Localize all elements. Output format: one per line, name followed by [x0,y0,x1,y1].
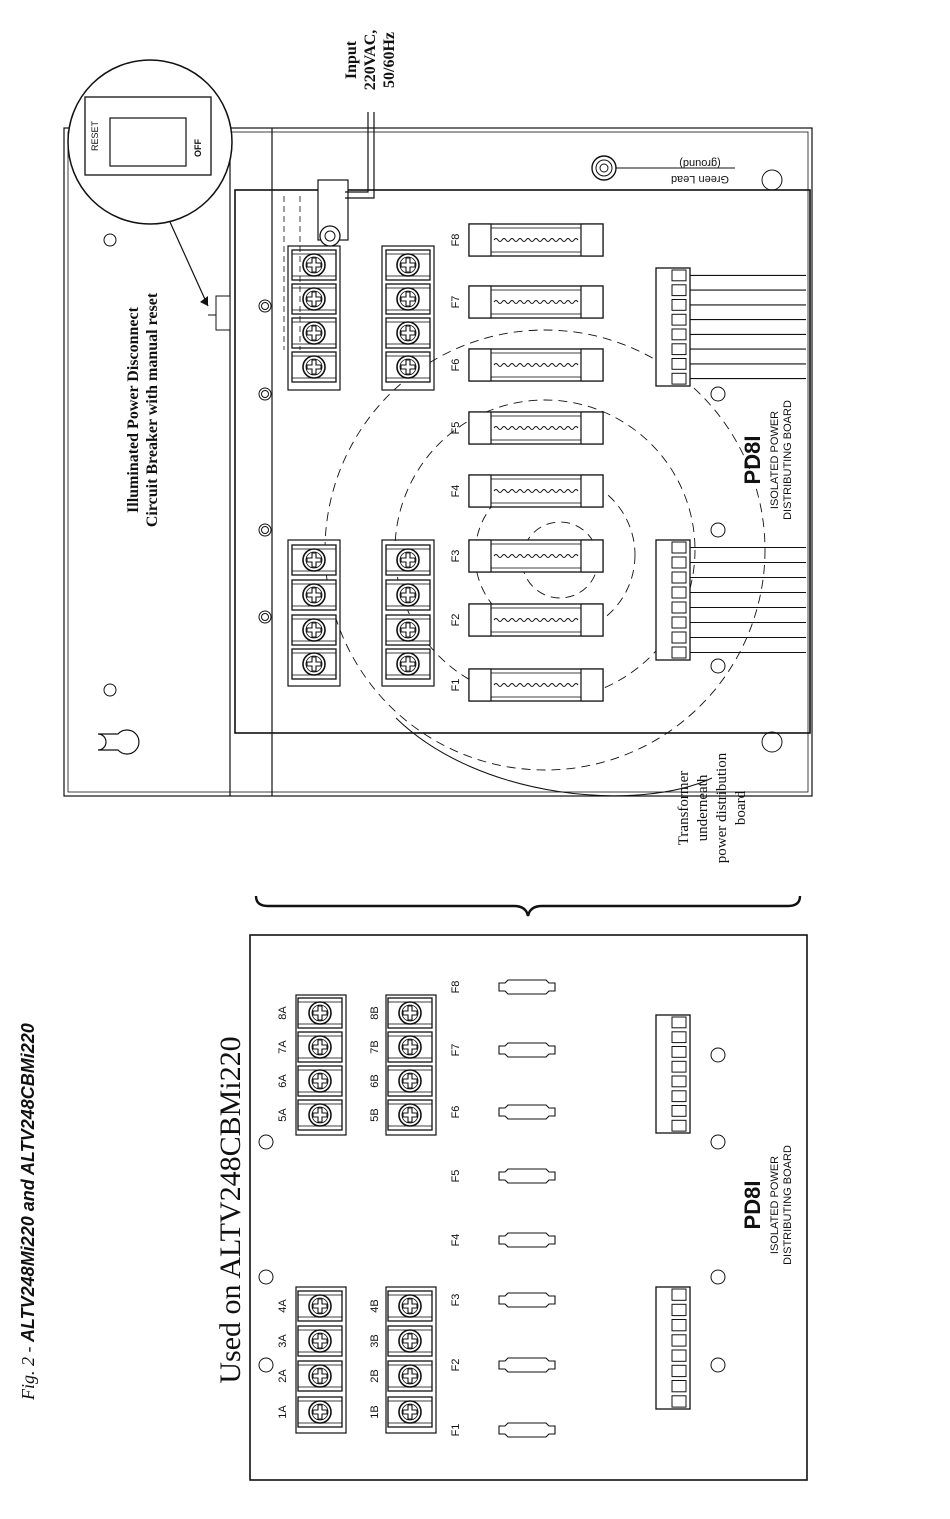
pd8i-board [234,189,811,734]
board-label-detail: PD8I ISOLATED POWER DISTRIBUTING BOARD [740,1145,794,1265]
terminal-label: 4A [277,1299,289,1313]
board-desc-line1: ISOLATED POWER [769,411,781,509]
fuse-clip [498,1104,556,1120]
fuse-label: F1 [450,1424,462,1437]
breaker-description: Illuminated Power Disconnect Circuit Bre… [125,292,161,527]
terminal-label: 7A [277,1040,289,1054]
fuse-clip [498,1422,556,1438]
transformer-label: Transformer underneath power distributio… [676,752,749,863]
svg-text:power distribution: power distribution [714,752,730,863]
terminal-label: 5B [369,1108,381,1121]
figure-caption: Fig. 2 - ALTV248Mi220 and ALTV248CBMi220 [18,1023,38,1401]
fuse-row [468,223,604,702]
svg-text:Input: Input [343,40,360,79]
fuse [468,223,604,257]
board-desc-line2: DISTRIBUTING BOARD [782,400,794,520]
input-label: Input 220VAC, 50/60Hz [343,30,398,91]
terminal-label: 1B [369,1405,381,1418]
terminal-label: 8B [369,1006,381,1019]
used-on-heading: Used on ALTV248CBMi220 [214,1036,247,1383]
board-detail-diagram: Used on ALTV248CBMi220 1A 2A 3A 4A 1B 2B 3B 4B 5… [214,934,808,1481]
terminal-label: 1A [277,1405,289,1419]
terminal-label: 4B [369,1299,381,1312]
svg-text:Illuminated Power Disconnect: Illuminated Power Disconnect [125,306,142,513]
fuse-clip-row [498,979,556,1438]
board-name: PD8I [740,436,765,485]
ground-stud [591,155,735,181]
breaker-callout: RESET OFF [67,59,233,307]
fuse-label: F5 [450,1170,462,1183]
fuse [468,285,604,319]
keyhole [97,729,140,755]
fuse [468,668,604,702]
fuse-clip [498,1042,556,1058]
output-connector-detail-lower [655,1286,691,1410]
fuse-label: F6 [450,1106,462,1119]
fuse-label: F7 [450,1044,462,1057]
svg-text:Circuit Breaker with manual re: Circuit Breaker with manual reset [144,292,161,527]
fuse-label: F7 [450,296,462,309]
fuse-label: F3 [450,550,462,563]
output-connector-lower [655,539,806,661]
fuse-clip [498,1232,556,1248]
fuse-label: F4 [450,485,462,498]
fuse-clip [498,1357,556,1373]
caption-prefix: Fig. 2 - [18,1342,38,1401]
fuse [468,411,604,445]
terminal-label: 6B [369,1074,381,1087]
fuse-label: F1 [450,679,462,692]
fuse-clip [498,1168,556,1184]
terminal-label: 8A [277,1006,289,1020]
svg-text:50/60Hz: 50/60Hz [381,32,398,88]
fuse [468,348,604,382]
fuse-label: F5 [450,422,462,435]
terminal-blocks [287,245,435,687]
grouping-brace [254,895,802,917]
ground-label: Green Lead (ground) [671,157,729,185]
enclosure-diagram: F1 F2 F3 F4 F5 F6 F7 F8 PD8I ISOLATED POWER DIS… [63,30,813,863]
output-connector-detail-upper [655,1014,691,1134]
fuse-label: F8 [450,234,462,247]
enclosure-outline [63,127,813,797]
svg-text:DISTRIBUTING BOARD: DISTRIBUTING BOARD [782,1145,794,1265]
terminal-label: 2A [277,1369,289,1383]
caption-models: ALTV248Mi220 and ALTV248CBMi220 [18,1023,38,1343]
fuse [468,603,604,637]
svg-text:board: board [733,790,749,825]
breaker-reset-label: RESET [90,120,100,151]
breaker-off-label: OFF [193,139,203,157]
fuse-label: F3 [450,1294,462,1307]
fuse [468,539,604,573]
fuse [468,474,604,508]
svg-text:ISOLATED POWER: ISOLATED POWER [769,1156,781,1254]
board-label: PD8I ISOLATED POWER DISTRIBUTING BOARD [740,400,794,520]
fuse-clip [498,979,556,995]
fuse-label: F2 [450,1359,462,1372]
svg-text:220VAC,: 220VAC, [362,30,379,91]
terminal-label: 5A [277,1108,289,1122]
fuse-label: F2 [450,614,462,627]
terminal-label: 3B [369,1334,381,1347]
svg-text:Transformer: Transformer [676,771,692,845]
terminal-label: 7B [369,1040,381,1053]
fuse-clip [498,1292,556,1308]
svg-text:(ground): (ground) [679,157,721,169]
terminal-blocks-detail [295,994,437,1434]
svg-text:underneath: underneath [695,774,711,841]
terminal-label: 3A [277,1334,289,1348]
output-connector-upper [655,267,806,387]
fuse-label: F6 [450,359,462,372]
svg-text:Green Lead: Green Lead [671,173,729,185]
terminal-label: 2B [369,1369,381,1382]
pd8i-board-detail [249,934,808,1481]
fuse-label: F8 [450,981,462,994]
terminal-label: 6A [277,1074,289,1088]
fuse-label: F4 [450,1234,462,1247]
board-name-detail: PD8I [740,1181,765,1230]
